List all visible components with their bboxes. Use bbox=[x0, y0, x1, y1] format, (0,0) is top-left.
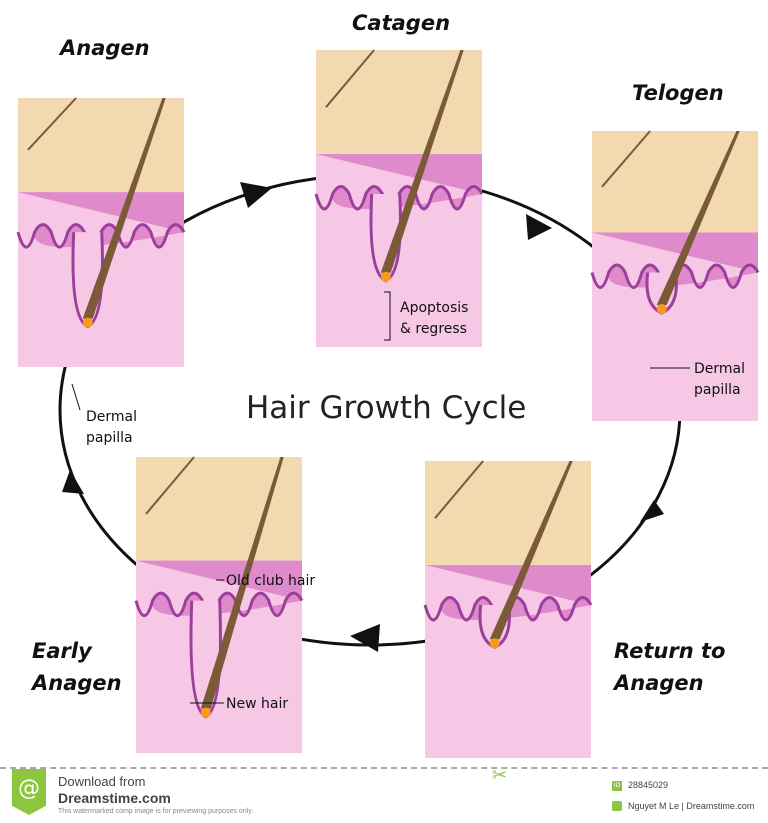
stage-return-line2: Anagen bbox=[612, 671, 704, 695]
panel-catagen bbox=[314, 49, 484, 347]
label-papilla: papilla bbox=[694, 382, 741, 398]
stage-early-line2: Anagen bbox=[30, 671, 122, 695]
arrow-icon bbox=[640, 500, 664, 522]
author-icon bbox=[612, 801, 622, 811]
label-apoptosis: Apoptosis bbox=[400, 300, 468, 316]
notice-text: This watermarked comp image is for previ… bbox=[58, 808, 254, 815]
arrow-icon bbox=[526, 214, 552, 240]
dreamstime-logo: @ bbox=[12, 769, 46, 815]
stage-anagen: Anagen bbox=[58, 36, 150, 60]
label-regress: & regress bbox=[400, 321, 467, 337]
stage-telogen: Telogen bbox=[632, 81, 724, 105]
hair-shaft bbox=[200, 457, 284, 709]
stage-return-line1: Return to bbox=[614, 639, 725, 663]
label-dermal: Dermal bbox=[694, 361, 745, 377]
watermark-footer: @ Download from Dreamstime.com This wate… bbox=[0, 765, 768, 823]
dermal-papilla bbox=[82, 317, 93, 328]
hair-shaft bbox=[380, 50, 464, 273]
label-new-hair: New hair bbox=[226, 696, 288, 712]
id-icon: ID bbox=[612, 781, 622, 791]
label-old-club-hair: Old club hair bbox=[226, 573, 315, 589]
dermal-papilla bbox=[489, 638, 500, 649]
stage-early-line1: Early bbox=[32, 639, 93, 663]
panel-telogen bbox=[590, 130, 760, 421]
panel-return bbox=[423, 460, 593, 758]
scissors-icon: ✂ bbox=[492, 765, 508, 786]
bracket bbox=[384, 291, 391, 341]
hair-shaft bbox=[82, 98, 166, 319]
pointer-line bbox=[71, 383, 81, 411]
hair-shaft bbox=[656, 131, 740, 305]
cycle-arrows bbox=[62, 182, 664, 652]
diagram: Anagen Catagen Telogen Return to Anagen … bbox=[16, 11, 760, 758]
download-text: Download from bbox=[58, 774, 146, 789]
hair-shaft bbox=[489, 461, 573, 640]
dermal-papilla bbox=[656, 304, 667, 314]
stage-catagen: Catagen bbox=[352, 11, 450, 35]
label-dermal: Dermal bbox=[86, 409, 137, 425]
dermal-papilla bbox=[380, 271, 391, 282]
image-id: 28845029 bbox=[628, 780, 669, 790]
panel-anagen bbox=[16, 97, 186, 367]
label-papilla: papilla bbox=[86, 430, 133, 446]
diagram-title: Hair Growth Cycle bbox=[246, 390, 526, 426]
author-text: Nguyet M Le | Dreamstime.com bbox=[628, 801, 755, 811]
arrow-icon bbox=[62, 470, 84, 494]
arrow-icon bbox=[240, 182, 272, 208]
panel-early bbox=[134, 456, 304, 753]
arrow-icon bbox=[350, 624, 380, 652]
dermal-papilla bbox=[200, 707, 211, 718]
site-link[interactable]: Dreamstime.com bbox=[58, 790, 171, 806]
